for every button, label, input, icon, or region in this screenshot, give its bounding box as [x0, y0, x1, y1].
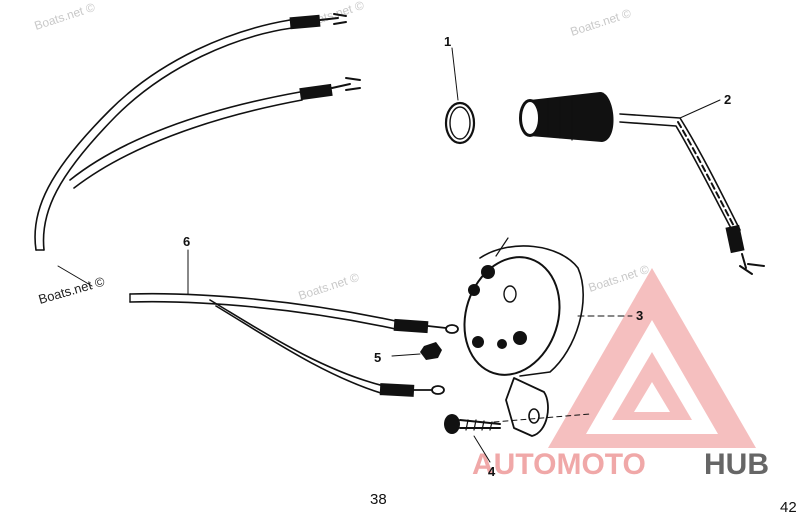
retaining-ring-part-1: 1 — [444, 34, 476, 145]
screw-head — [444, 414, 460, 434]
watermark-top-right: Boats.net © — [569, 6, 633, 39]
callout-3: 3 — [636, 308, 643, 323]
housing-stud-2 — [468, 284, 480, 296]
lower-wire-harness-part-6: 6 — [129, 234, 459, 397]
logo-triangle-hole — [634, 382, 670, 412]
callout-5: 5 — [374, 350, 381, 365]
callout-1: 1 — [444, 34, 451, 49]
callout-2: 2 — [724, 92, 731, 107]
callout-4: 4 — [488, 464, 496, 479]
watermark-top-left: Boats.net © — [33, 0, 97, 33]
housing-stud-4 — [472, 336, 484, 348]
automotohub-logo: AUTOMOTO HUB — [472, 268, 769, 481]
logo-text-hub: HUB — [704, 448, 769, 481]
gauge-housing: 3 — [463, 237, 643, 437]
housing-stud-3 — [513, 331, 527, 345]
nut-part-5: 5 — [374, 342, 442, 365]
housing-stud-1 — [481, 265, 495, 279]
logo-text-automoto: AUTOMOTO — [472, 448, 646, 481]
lower-sleeve-lower — [379, 383, 415, 397]
lamp-socket-part-2: 2 — [519, 92, 765, 275]
socket-terminal-sleeve — [725, 224, 745, 254]
screw-part-4: 4 — [444, 414, 501, 479]
watermark-dark-text: Boats.net © — [37, 274, 107, 307]
page-number-center: 38 — [370, 491, 387, 508]
watermark-dark: Boats.net © — [37, 265, 107, 307]
watermark-middle: Boats.net © — [297, 270, 361, 303]
callout-6: 6 — [183, 234, 190, 249]
page-number-right: 42 — [780, 499, 797, 516]
lower-sleeve-upper — [393, 318, 429, 334]
terminal-sleeve-top — [289, 14, 321, 30]
terminal-sleeve-mid — [299, 83, 333, 101]
upper-wire-harness — [34, 13, 361, 251]
nut-body — [420, 342, 442, 360]
housing-stud-5 — [497, 339, 507, 349]
